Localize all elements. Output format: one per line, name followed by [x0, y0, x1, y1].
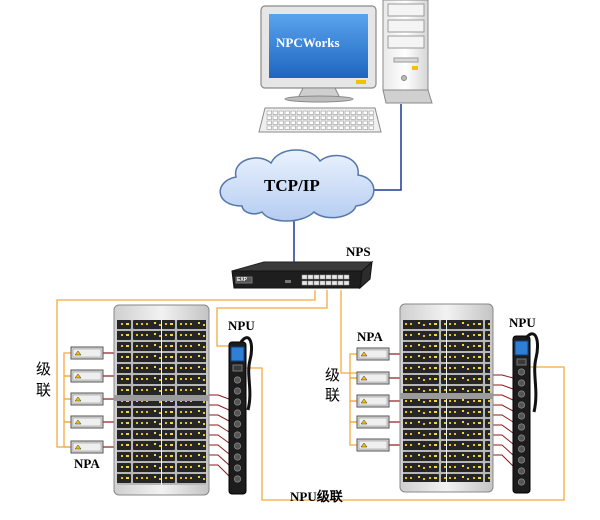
- connection-lines: [56, 104, 565, 501]
- npa-red-cables-right: [388, 353, 400, 446]
- right-cascade-label-1: 级: [325, 366, 341, 384]
- npu-red-cables-left: [208, 394, 230, 477]
- tcp-ip-cloud: [219, 149, 375, 222]
- npu-cascade-link: [246, 366, 565, 501]
- server-rack-right: [399, 303, 494, 493]
- npa-device-icon: [356, 438, 390, 452]
- npa-devices-left: [70, 346, 104, 454]
- npa-device-icon: [356, 394, 390, 408]
- server-rack-left: [113, 304, 210, 496]
- npa-device-icon: [70, 346, 104, 360]
- npa-device-icon: [70, 369, 104, 383]
- right-npa-label: NPA: [357, 329, 383, 344]
- switch-label: NPS: [346, 244, 371, 259]
- monitor-screen: [269, 14, 368, 78]
- npa-device-icon: [70, 415, 104, 429]
- switch-to-left-npu-link: [216, 290, 328, 347]
- npa-device-icon: [70, 440, 104, 454]
- cloud-label: TCP/IP: [264, 176, 320, 195]
- switch-to-left-npa-link: [56, 290, 316, 448]
- npa-devices-right: [356, 347, 390, 452]
- npu-red-cables-right: [492, 374, 514, 467]
- power-indicator-icon: [356, 80, 366, 84]
- switch-to-right-npa-link: [340, 290, 357, 374]
- npa-device-icon: [356, 347, 390, 361]
- monitor-screen-text: NPCWorks: [276, 35, 340, 50]
- npu-cascade-label: NPU级联: [290, 489, 343, 504]
- npa-device-icon: [356, 371, 390, 385]
- npa-device-icon: [356, 415, 390, 429]
- npu-power-strip-right: [512, 332, 540, 494]
- left-cascade-label-2: 联: [36, 381, 52, 399]
- pc-tower-icon: [382, 0, 433, 104]
- pc-to-cloud-link: [372, 104, 402, 191]
- npu-power-strip-left: [228, 336, 254, 495]
- npa-red-cables-left: [103, 352, 114, 448]
- left-npa-cascade: [63, 352, 71, 448]
- left-npu-label: NPU: [228, 318, 255, 333]
- right-cascade-label-2: 联: [325, 386, 341, 404]
- npa-device-icon: [70, 392, 104, 406]
- keyboard-icon: [258, 107, 382, 133]
- right-npa-cascade: [349, 353, 357, 446]
- monitor: [260, 5, 377, 103]
- left-npa-label: NPA: [74, 456, 100, 471]
- nps-switch-icon: [231, 260, 374, 290]
- right-npu-label: NPU: [509, 315, 536, 330]
- switch-badge: EXP: [237, 277, 248, 283]
- left-cascade-label-1: 级: [36, 360, 52, 378]
